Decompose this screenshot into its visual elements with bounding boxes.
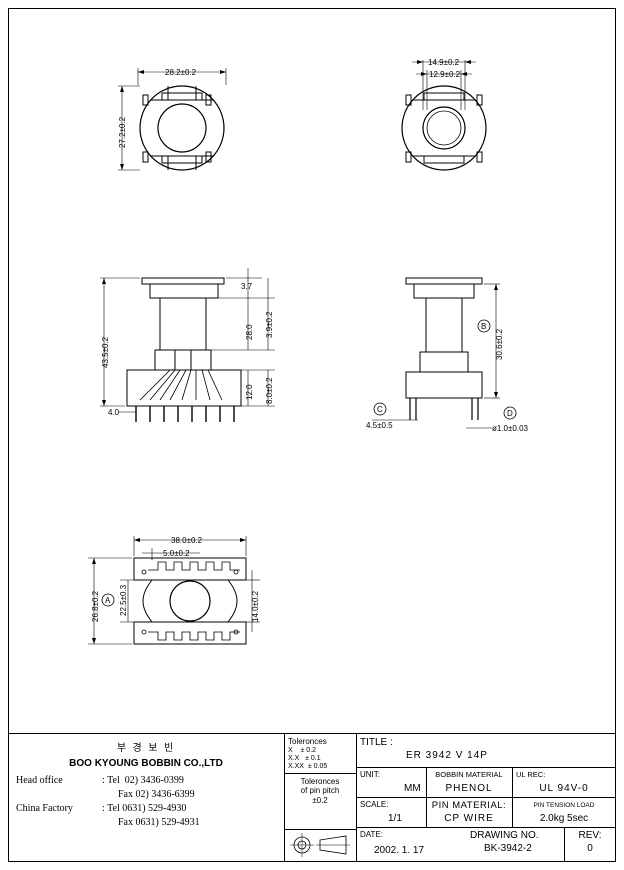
label-d: D bbox=[507, 409, 513, 418]
title-label: TITLE : bbox=[360, 737, 393, 748]
dim-side-pin-diameter: ø1.0±0.03 bbox=[492, 424, 529, 433]
bottom-view: 38.0±0.2 5.0±0.2 26.8±0.2 22.5±0.3 A 14.… bbox=[88, 536, 260, 645]
pin-tension-label: PIN TENSION LOAD bbox=[533, 802, 595, 809]
rev-value: 0 bbox=[587, 843, 593, 854]
side-view: 30.6±0.2 B C 4.5±0.5 D ø1.0±0.03 bbox=[366, 277, 529, 433]
dim-top-left-width: 28.2±0.2 bbox=[165, 68, 197, 77]
dim-bottom-core-height: 14.0±0.2 bbox=[251, 590, 260, 622]
projection-symbol bbox=[290, 833, 350, 857]
china-factory-fax: Fax 0631) 529-4931 bbox=[118, 817, 200, 828]
tolerances-label: Toleronces bbox=[288, 737, 327, 746]
front-view: 43.5±0.2 3.7 28.0 3.9±0.2 12.0 8.0±0.2 4… bbox=[100, 268, 275, 422]
label-a: A bbox=[105, 596, 111, 605]
dim-front-base: 8.0±0.2 bbox=[265, 377, 274, 404]
title-value: ER 3942 V 14P bbox=[406, 750, 488, 761]
dim-top-right-outer: 14.9±0.2 bbox=[428, 58, 460, 67]
head-office-tel: : Tel 02) 3436-0399 bbox=[102, 775, 184, 786]
tolerance-xxx: X.XX ± 0.05 bbox=[288, 763, 328, 770]
unit-label: UNIT: bbox=[360, 770, 380, 779]
dim-top-left-height: 27.2±0.2 bbox=[118, 116, 127, 148]
date-value: 2002. 1. 17 bbox=[374, 845, 425, 856]
china-factory-tel: : Tel 0631) 529-4930 bbox=[102, 803, 187, 814]
dim-bottom-pitch: 5.0±0.2 bbox=[163, 549, 190, 558]
dim-front-total-height: 43.5±0.2 bbox=[101, 336, 110, 368]
drawing-frame bbox=[8, 8, 616, 862]
head-office-fax: Fax 02) 3436-6399 bbox=[118, 789, 195, 800]
china-factory-label: China Factory bbox=[16, 803, 73, 814]
dim-top-right-inner: 12.9±0.2 bbox=[429, 70, 461, 79]
dim-front-pin: 4.0 bbox=[108, 408, 120, 417]
pin-material-label: PIN MATERIAL: bbox=[431, 800, 507, 811]
drawing-no-value: BK-3942-2 bbox=[484, 843, 532, 854]
dim-front-base-height: 12.0 bbox=[245, 384, 254, 400]
date-label: DATE: bbox=[360, 830, 383, 839]
dim-bottom-width: 38.0±0.2 bbox=[171, 536, 203, 545]
dim-side-height: 30.6±0.2 bbox=[495, 328, 504, 360]
bobbin-material-value: PHENOL bbox=[445, 783, 493, 794]
dim-bottom-inner-height: 22.5±0.3 bbox=[119, 584, 128, 616]
company-korean-name: 부 경 보 빈 bbox=[116, 743, 176, 754]
company-name: BOO KYOUNG BOBBIN CO.,LTD bbox=[69, 758, 223, 769]
pin-pitch-value: ±0.2 bbox=[312, 796, 328, 805]
scale-value: 1/1 bbox=[388, 813, 402, 824]
label-c: C bbox=[377, 405, 383, 414]
dim-front-upper: 3.9±0.2 bbox=[265, 311, 274, 338]
head-office-label: Head office bbox=[16, 775, 63, 786]
ul-rec-label: UL REC: bbox=[516, 770, 546, 779]
pin-pitch-label-1: Toleronces bbox=[300, 777, 340, 786]
unit-value: MM bbox=[404, 783, 421, 794]
ul-rec-value: UL 94V-0 bbox=[539, 783, 589, 794]
tolerance-xx: X.X ± 0.1 bbox=[288, 755, 321, 762]
label-b: B bbox=[481, 322, 486, 331]
pin-pitch-label-2: of pin pitch bbox=[300, 786, 340, 795]
pin-material-value: CP WIRE bbox=[444, 813, 494, 824]
drawing-no-label: DRAWING NO. bbox=[470, 830, 539, 841]
dim-side-pin-offset: 4.5±0.5 bbox=[366, 421, 393, 430]
technical-drawing: 28.2±0.2 27.2±0.2 14.9±0.2 12.9±0.2 bbox=[88, 58, 529, 645]
pin-tension-value: 2.0kg 5sec bbox=[539, 813, 589, 824]
dim-front-flange-top: 3.7 bbox=[241, 282, 253, 291]
dim-bottom-total-height: 26.8±0.2 bbox=[91, 590, 100, 622]
rev-label: REV: bbox=[578, 830, 602, 841]
tolerance-x: X ± 0.2 bbox=[288, 747, 316, 754]
top-left-view: 28.2±0.2 27.2±0.2 bbox=[118, 68, 227, 171]
dim-front-winding-length: 28.0 bbox=[245, 324, 254, 340]
bobbin-material-label: BOBBIN MATERIAL bbox=[435, 770, 503, 779]
scale-label: SCALE: bbox=[360, 800, 389, 809]
top-right-view: 14.9±0.2 12.9±0.2 bbox=[401, 58, 487, 171]
title-block: 부 경 보 빈 BOO KYOUNG BOBBIN CO.,LTD Head o… bbox=[8, 733, 616, 862]
